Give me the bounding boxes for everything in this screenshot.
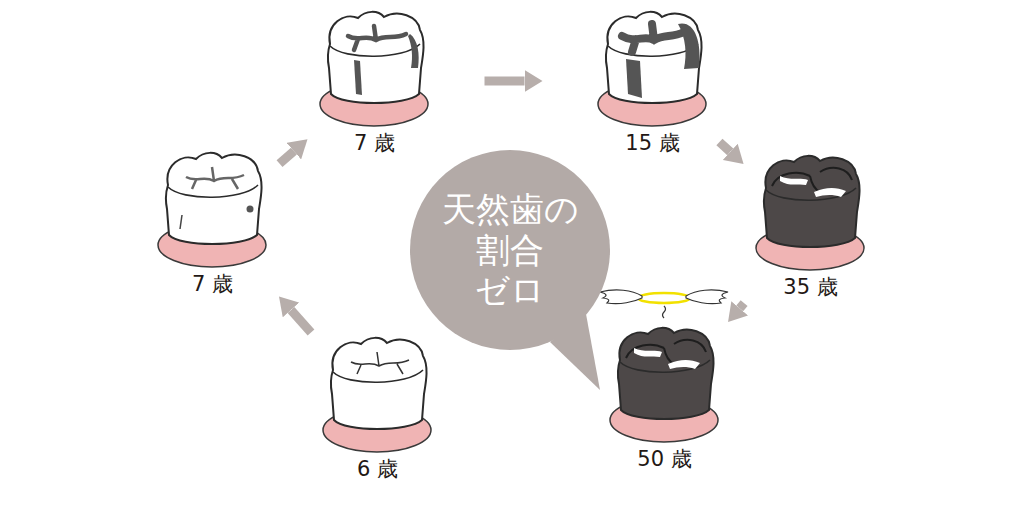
filling: [678, 23, 700, 69]
halo: [638, 293, 690, 303]
wing: [686, 290, 728, 304]
angel-halo: [600, 290, 728, 318]
bubble-text: 天然歯の 割合 ゼロ: [439, 189, 581, 311]
wing: [600, 290, 642, 304]
squiggle: [663, 306, 666, 318]
tooth: [323, 338, 431, 452]
filling: [408, 34, 419, 68]
stage-arrow: [719, 142, 730, 152]
age-stage: 7 歳: [150, 147, 275, 297]
age-stage: 35 歳: [748, 150, 873, 300]
filling: [626, 59, 642, 98]
tooth: [598, 12, 706, 126]
crowned-tooth: [756, 156, 864, 270]
age-label: 7 歳: [150, 271, 275, 297]
age-label: 35 歳: [748, 274, 873, 300]
age-label: 7 歳: [312, 130, 437, 156]
tooth: [320, 12, 428, 126]
crown-line: [772, 168, 852, 192]
age-label: 15 歳: [590, 130, 715, 156]
stage-arrow: [291, 310, 311, 332]
age-stage: 6 歳: [315, 332, 440, 482]
tooth: [158, 153, 266, 267]
stage-arrow: [485, 77, 525, 86]
age-label: 6 歳: [315, 456, 440, 482]
highlight: [780, 176, 808, 185]
filling: [622, 24, 684, 52]
crown-line: [626, 340, 706, 364]
crowned-tooth: [610, 328, 718, 442]
age-stage: 15 歳: [590, 6, 715, 156]
stage-arrow: [280, 151, 294, 164]
age-label: 50 歳: [602, 446, 727, 472]
highlight: [668, 360, 700, 369]
tooth: [756, 156, 864, 270]
filling: [354, 60, 362, 95]
healthy-tooth: [323, 338, 431, 452]
filled-tooth: [320, 12, 428, 126]
tooth: [610, 328, 718, 442]
speech-bubble: 天然歯の 割合 ゼロ: [410, 150, 610, 350]
highlight: [634, 348, 662, 357]
filled-tooth: [598, 12, 706, 126]
bubble-tail: [550, 314, 600, 390]
age-stage: 50 歳: [602, 322, 727, 472]
filling: [348, 26, 406, 50]
fissure: [186, 167, 244, 189]
stage-arrow: [740, 303, 744, 308]
crack: [180, 215, 182, 229]
caries-spot: [247, 206, 254, 213]
fissure: [351, 352, 409, 374]
early-caries-tooth: [158, 153, 266, 267]
age-stage: 7 歳: [312, 6, 437, 156]
highlight: [814, 188, 846, 197]
